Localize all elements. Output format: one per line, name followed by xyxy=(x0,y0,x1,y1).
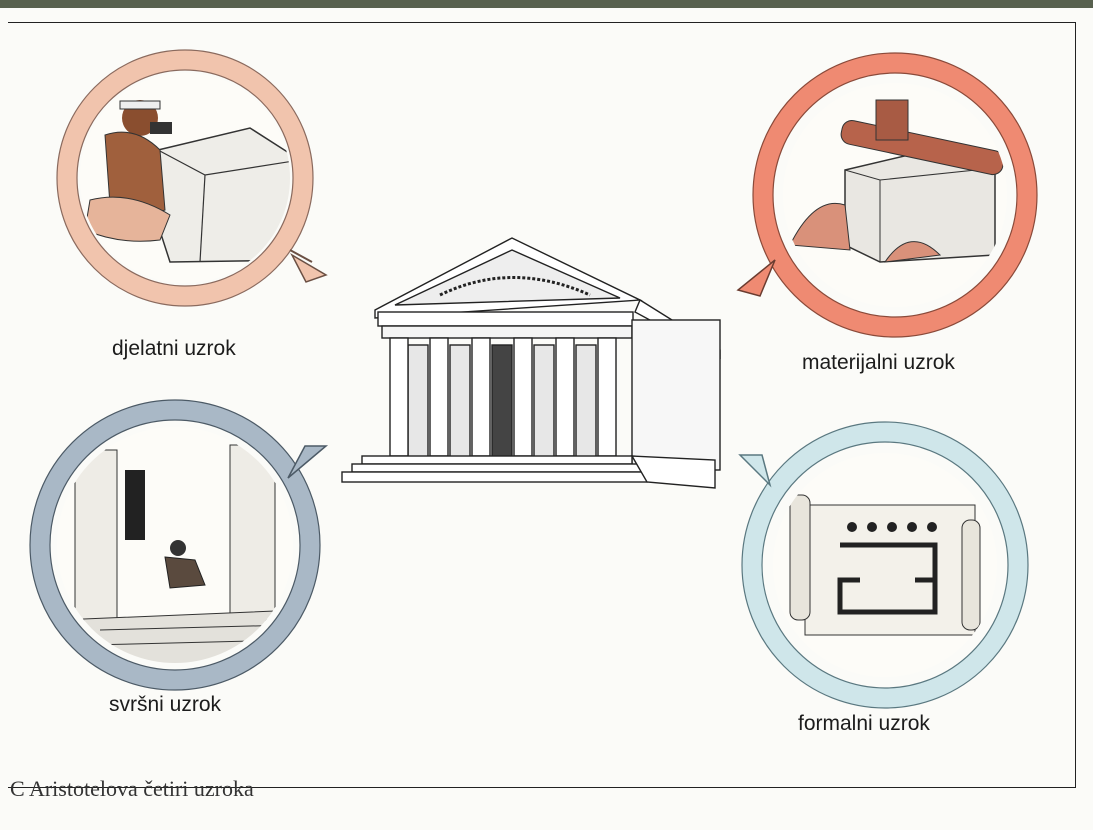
formal-cause-label: formalni uzrok xyxy=(798,712,930,736)
greek-temple-icon xyxy=(342,238,720,488)
efficient-cause-label: djelatni uzrok xyxy=(112,337,236,361)
final-cause-label: svršni uzrok xyxy=(109,693,221,717)
material-cause-label: materijalni uzrok xyxy=(802,351,955,375)
blueprint-scroll-icon xyxy=(770,450,1000,680)
figure-caption: C Aristotelova četiri uzroka xyxy=(10,776,254,802)
stone-block-icon xyxy=(780,80,1010,310)
